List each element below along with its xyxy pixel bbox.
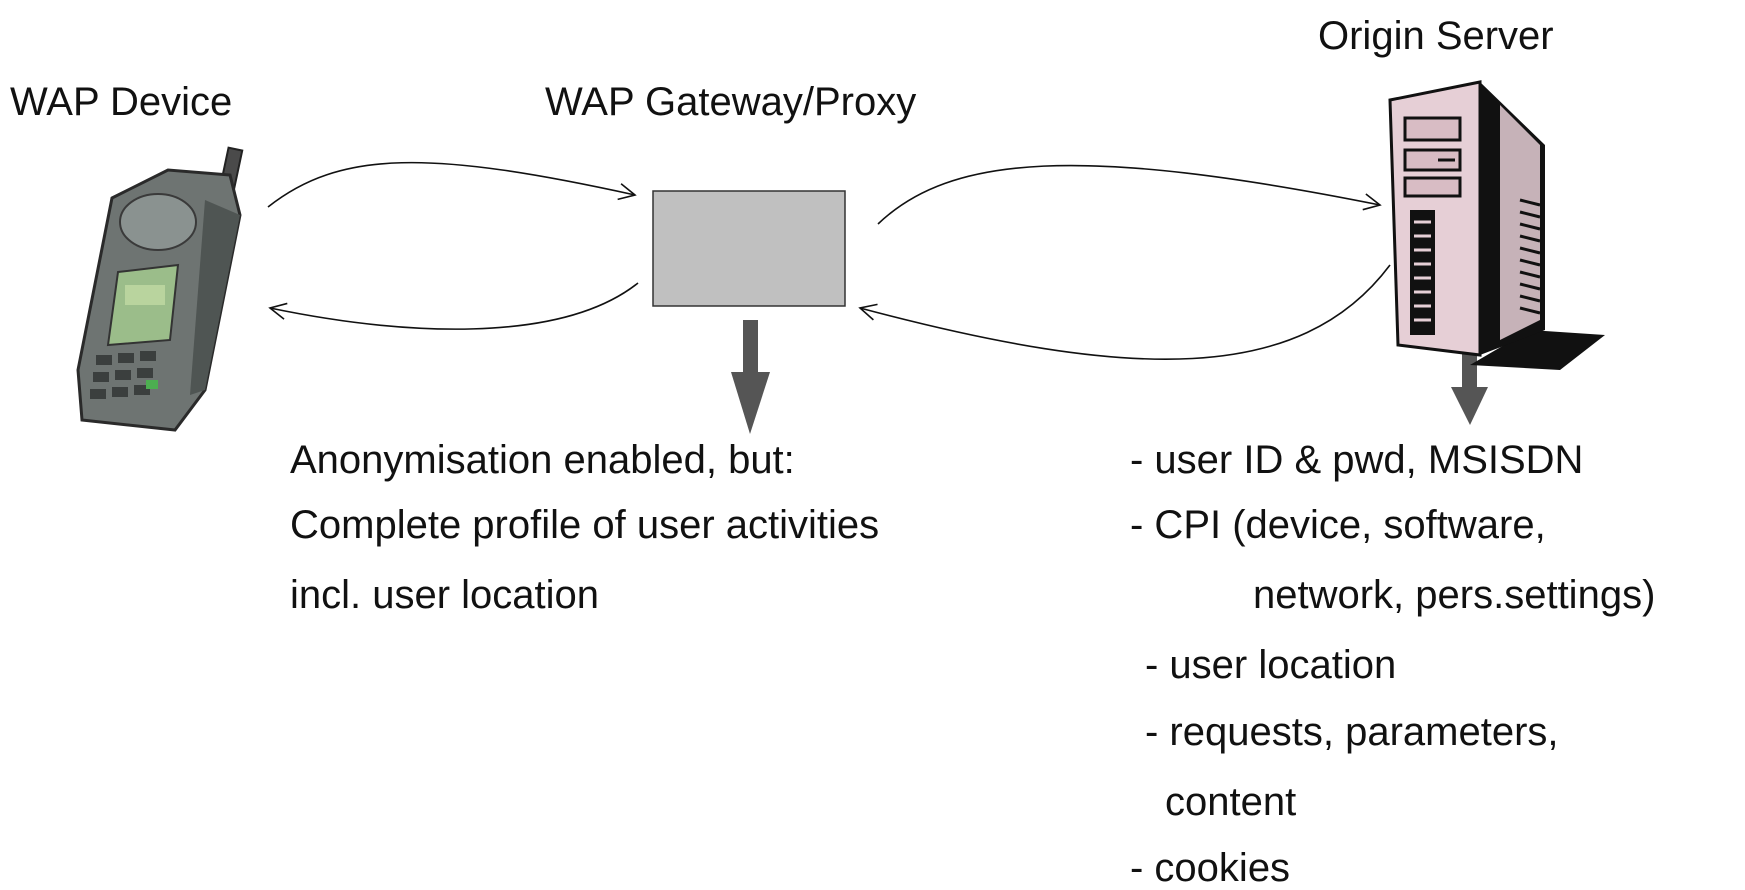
server-note-line-2: - CPI (device, software, — [1130, 503, 1546, 547]
gateway-note-line-2: Complete profile of user activities — [290, 503, 880, 547]
server-note-line-1: - user ID & pwd, MSISDN — [1130, 438, 1584, 482]
server-label: Origin Server — [1318, 14, 1554, 58]
gateway-note-line-3: incl. user location — [290, 573, 600, 617]
device-label: WAP Device — [10, 80, 233, 124]
server-down-arrow — [1451, 350, 1488, 425]
gateway-to-device-arrow — [268, 282, 639, 330]
gateway-down-arrow — [731, 320, 770, 434]
server-to-gateway-arrow — [858, 264, 1391, 360]
gateway-to-server-arrow — [877, 164, 1382, 225]
gateway-label: WAP Gateway/Proxy — [545, 80, 917, 124]
server-note-line-5: - requests, parameters, — [1145, 710, 1559, 754]
server-note-line-4: - user location — [1145, 643, 1397, 687]
gateway-box — [652, 190, 846, 307]
server-tower-icon — [1388, 80, 1605, 370]
server-note-line-7: - cookies — [1130, 846, 1291, 890]
mobile-phone-icon — [76, 146, 244, 432]
device-to-gateway-arrow — [267, 161, 637, 208]
server-note-line-3: network, pers.settings) — [1253, 573, 1656, 617]
gateway-note-line-1: Anonymisation enabled, but: — [290, 438, 795, 482]
server-note-line-6: content — [1165, 780, 1297, 824]
